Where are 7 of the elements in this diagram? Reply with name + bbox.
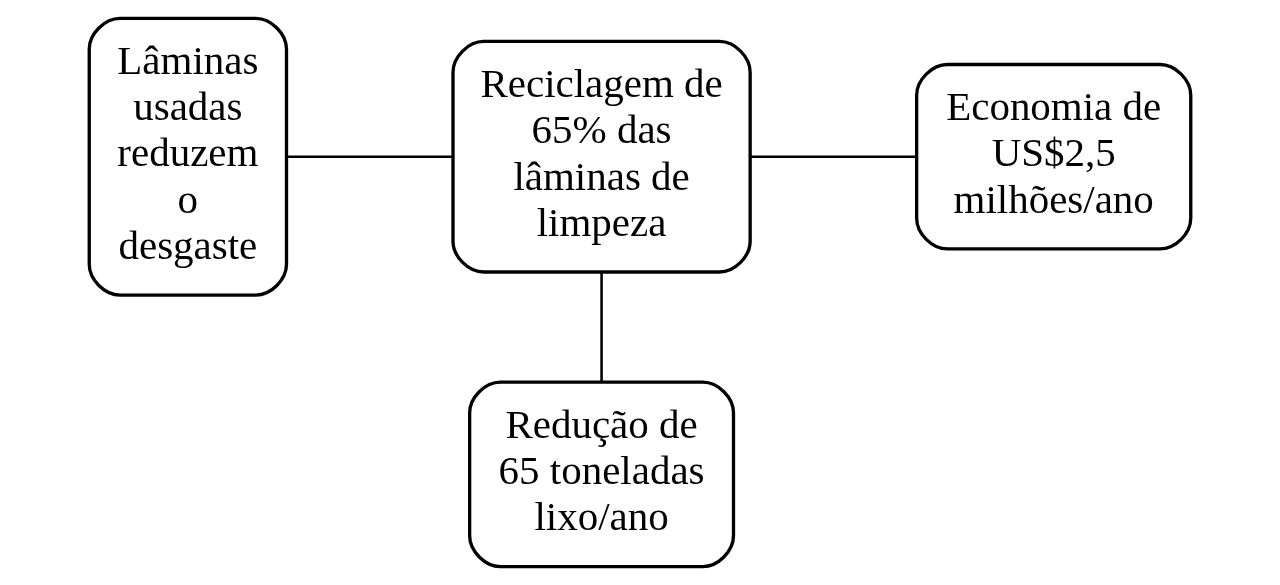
connector — [750, 155, 916, 158]
connector — [600, 272, 603, 382]
node-box: Redução de 65 toneladas lixo/ano — [468, 380, 736, 569]
node-box: Reciclagem de 65% das lâminas de limpeza — [451, 39, 752, 274]
node-box: Economia de US$2,5 milhões/ano — [915, 62, 1193, 251]
node-box: Lâminas usadas reduzem o desgaste — [87, 16, 289, 297]
connector — [286, 155, 453, 158]
